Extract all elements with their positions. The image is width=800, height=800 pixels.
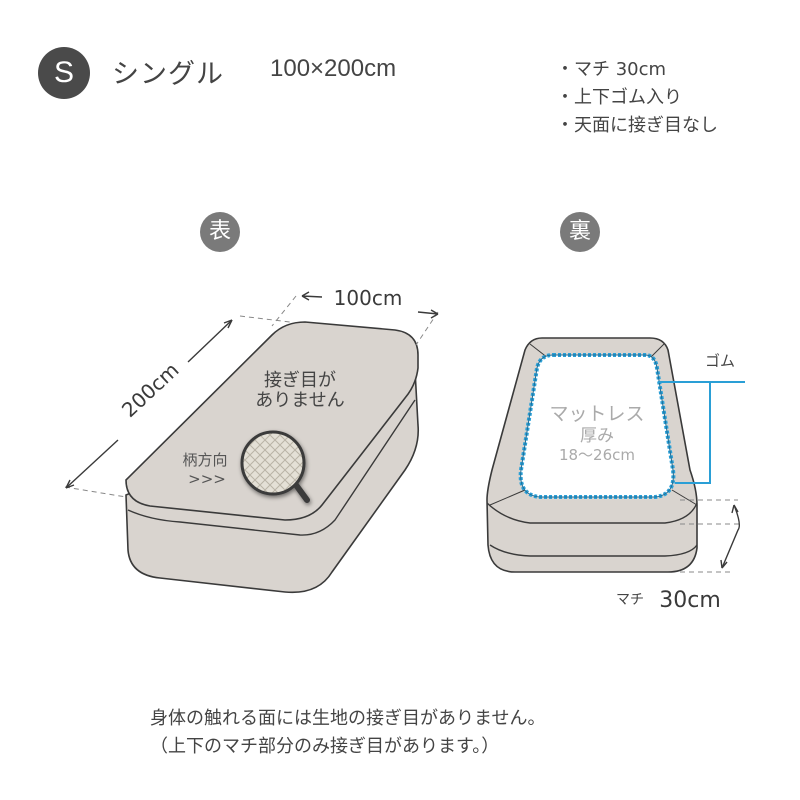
- gusset-prefix: マチ: [616, 592, 644, 608]
- size-dimensions: 100×200cm: [270, 55, 397, 82]
- mattress-label-1: マットレス: [549, 403, 644, 425]
- size-badge: S: [38, 47, 90, 99]
- feature-list: ・マチ 30cm ・上下ゴム入り ・天面に接ぎ目なし: [556, 56, 718, 140]
- footnote-line-2: （上下のマチ部分のみ接ぎ目があります。）: [150, 736, 500, 757]
- magnifier-icon: [240, 430, 310, 503]
- back-mattress: [486, 337, 745, 573]
- feature-item: ・天面に接ぎ目なし: [556, 115, 718, 136]
- pattern-direction-arrows: >>>: [188, 470, 226, 488]
- feature-item: ・マチ 30cm: [556, 59, 667, 80]
- footnote-line-1: 身体の触れる面には生地の接ぎ目がありません。: [150, 708, 546, 729]
- pattern-direction-label: 柄方向: [182, 451, 227, 469]
- seamless-label-1: 接ぎ目が: [264, 370, 336, 391]
- gusset-value: 30cm: [659, 588, 721, 613]
- back-badge: 裏: [560, 212, 600, 252]
- feature-item: ・上下ゴム入り: [556, 87, 682, 108]
- front-badge: 表: [200, 212, 240, 252]
- seamless-label-2: ありません: [255, 390, 344, 411]
- length-label: 200cm: [117, 358, 184, 422]
- width-label: 100cm: [334, 286, 403, 310]
- size-name: シングル: [112, 59, 224, 90]
- front-mattress: [64, 291, 439, 594]
- elastic-label: ゴム: [705, 352, 735, 370]
- mattress-label-2: 厚み: [580, 426, 614, 446]
- footnote: 身体の触れる面には生地の接ぎ目がありません。 （上下のマチ部分のみ接ぎ目がありま…: [150, 705, 545, 761]
- mattress-range: 18〜26cm: [559, 446, 635, 464]
